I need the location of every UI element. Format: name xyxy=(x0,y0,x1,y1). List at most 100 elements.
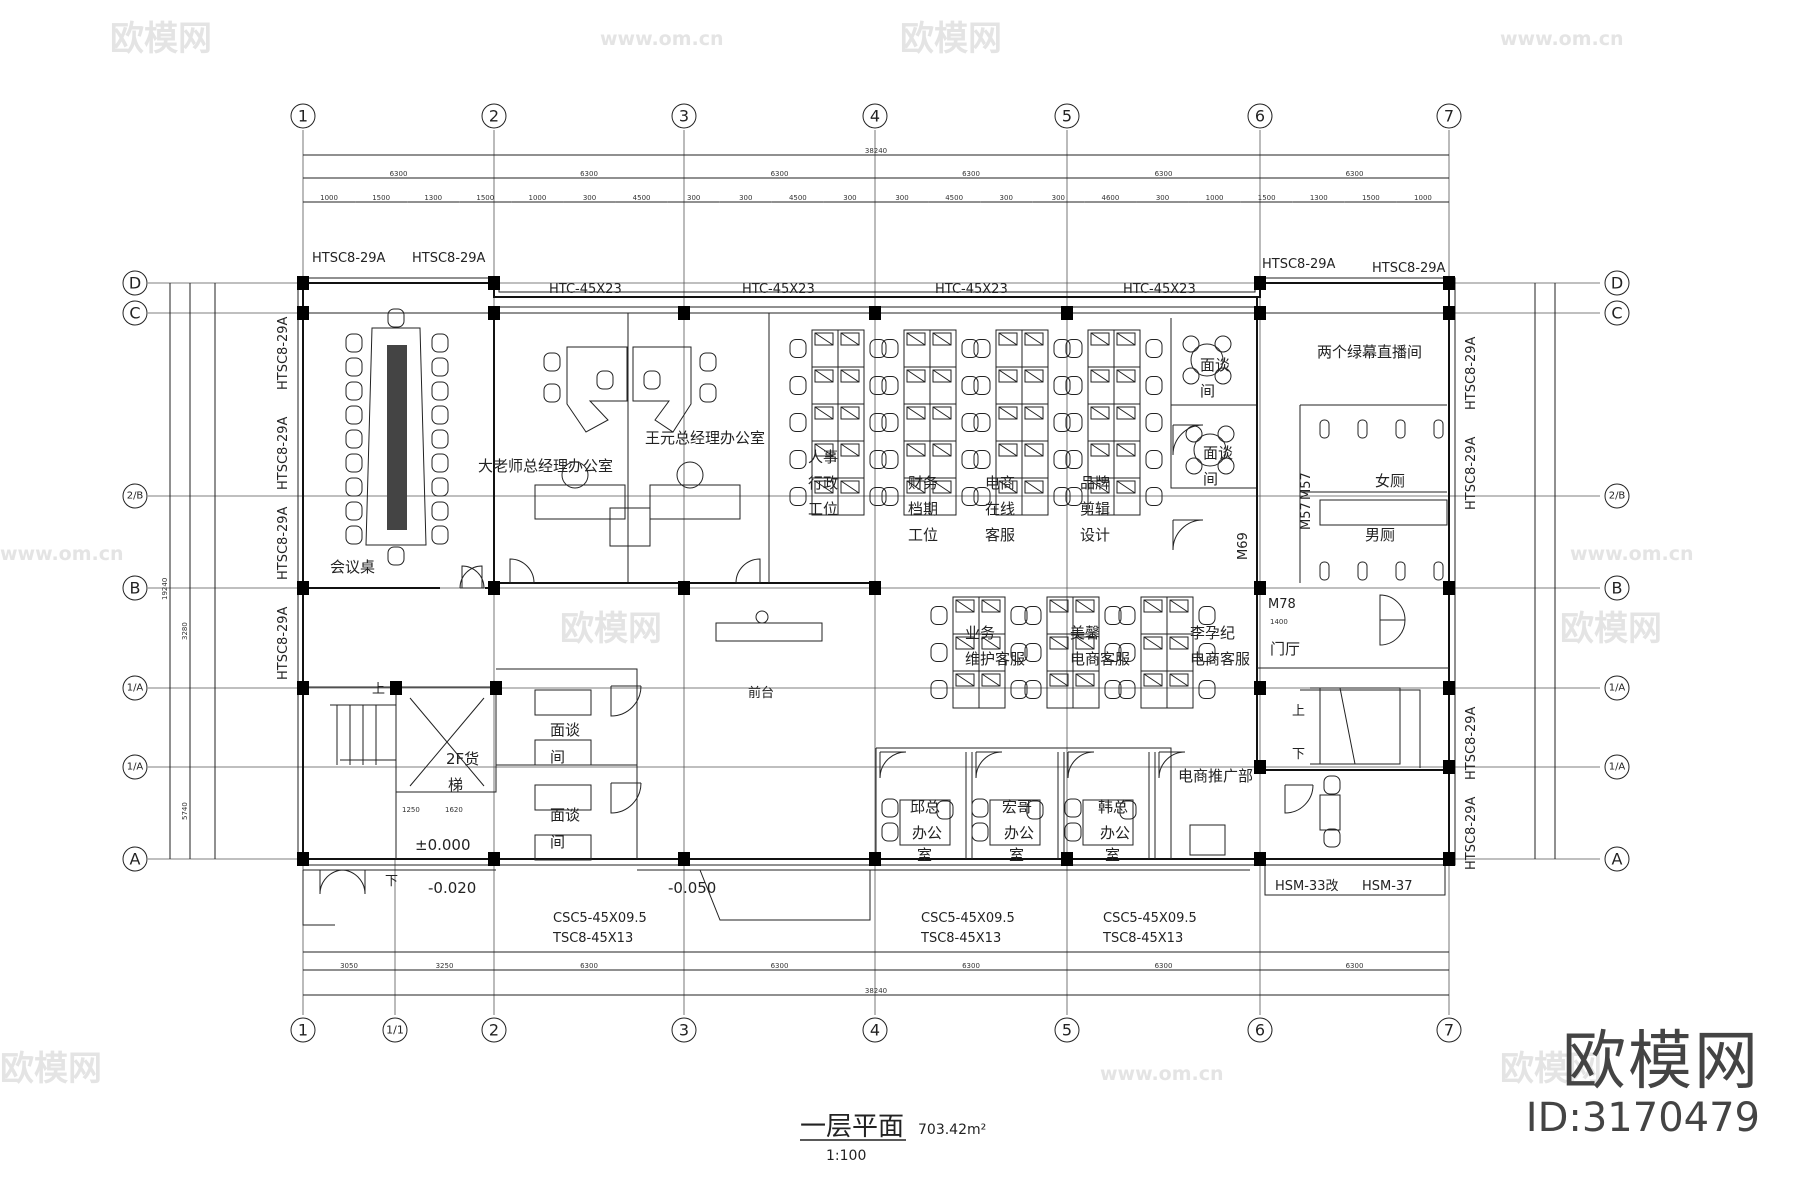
room-label-cs2: 美馨 xyxy=(1070,624,1100,642)
chair xyxy=(1323,775,1341,795)
watermark-id: ID:3170479 xyxy=(1525,1095,1760,1141)
room-label-ws3: 电商 xyxy=(985,474,1015,492)
stair-up-label: 上 xyxy=(372,682,385,697)
toilet xyxy=(1395,561,1406,581)
chair xyxy=(1065,339,1083,358)
room-label-women-wc: 女厕 xyxy=(1375,472,1405,490)
chair xyxy=(930,643,948,662)
axis-label: D xyxy=(1611,274,1623,293)
room-label-ws2: 档期 xyxy=(908,500,938,518)
door-swing xyxy=(319,869,345,895)
chair xyxy=(1145,487,1163,506)
window-label: HTSC8-29A xyxy=(1464,336,1479,410)
watermark-logo: 欧模网 xyxy=(1500,1049,1602,1089)
dimension-text: 1000 xyxy=(1414,194,1432,202)
column xyxy=(1443,581,1455,595)
column xyxy=(1443,852,1455,866)
door-swing xyxy=(1379,594,1406,621)
level-mark: ±0.000 xyxy=(415,836,471,854)
door-label: M78 xyxy=(1268,597,1296,612)
axis-label: 1/A xyxy=(1609,762,1626,773)
room-label-elevator: 2F货 xyxy=(446,750,479,768)
axis-bubble xyxy=(122,754,148,780)
chair xyxy=(961,413,979,432)
column xyxy=(1443,306,1455,320)
column xyxy=(678,581,690,595)
door-label: M57 xyxy=(1299,472,1314,500)
chair xyxy=(930,680,948,699)
room-label-reception: 前台 xyxy=(748,685,774,701)
desk xyxy=(1046,670,1074,709)
dimension-text: 1500 xyxy=(476,194,494,202)
drawing-title-text: 一层平面 xyxy=(800,1112,904,1142)
monitor xyxy=(1090,369,1136,383)
axis-bubble xyxy=(671,103,697,129)
chair xyxy=(961,376,979,395)
window-label: HTSC8-29A xyxy=(276,316,291,390)
room-label-ecom-promo: 电商推广部 xyxy=(1178,767,1253,785)
axis-label: C xyxy=(1611,304,1622,323)
room-label-cs1: 维护客服 xyxy=(965,650,1025,668)
conference-table xyxy=(365,327,427,546)
room-label-office-han: 办公 xyxy=(1100,824,1130,842)
monitor xyxy=(814,369,860,383)
axis-bubble xyxy=(290,103,316,129)
axis-bubble xyxy=(1604,575,1630,601)
axis-bubble xyxy=(1604,270,1630,296)
desk xyxy=(899,799,951,846)
chair xyxy=(1104,680,1122,699)
desk xyxy=(989,799,1041,846)
toilet xyxy=(1319,561,1330,581)
axis-label: 2 xyxy=(489,1021,499,1040)
column xyxy=(390,681,402,695)
dimension-text: 6300 xyxy=(1346,170,1364,178)
dimension-text: 300 xyxy=(583,194,596,202)
room-label-office-a: 大老师总经理办公室 xyxy=(478,457,613,475)
window-label: TSC8-45X13 xyxy=(920,931,1001,946)
dimension-text: 6300 xyxy=(580,170,598,178)
structural-columns xyxy=(297,276,1455,866)
chair xyxy=(789,450,807,469)
watermark-logo: 欧模网 xyxy=(110,19,212,59)
chair xyxy=(1145,339,1163,358)
window-label: HTSC8-29A xyxy=(412,251,486,266)
door-swing xyxy=(610,685,642,717)
dimension-text: 300 xyxy=(1052,194,1065,202)
chair xyxy=(643,370,661,390)
room-label-men-wc: 男厕 xyxy=(1365,526,1395,544)
dimension-text: 1300 xyxy=(424,194,442,202)
desk xyxy=(1140,596,1168,635)
dimension-text: 3250 xyxy=(436,962,454,970)
chair xyxy=(971,822,989,842)
chair xyxy=(973,339,991,358)
monitor xyxy=(814,480,860,494)
desk xyxy=(1087,403,1115,442)
column xyxy=(488,581,500,595)
chair xyxy=(431,381,449,401)
desk xyxy=(1087,366,1115,405)
desk xyxy=(1166,670,1194,709)
room-label-live-room: 两个绿幕直播间 xyxy=(1317,343,1422,361)
chair xyxy=(869,413,887,432)
monitor xyxy=(998,480,1044,494)
column xyxy=(869,852,881,866)
doors xyxy=(319,424,1406,895)
window-label: HTSC8-29A xyxy=(1464,436,1479,510)
column xyxy=(1254,276,1266,290)
watermark-url: www.om.cn xyxy=(600,28,724,50)
axis-bubble xyxy=(862,103,888,129)
chair xyxy=(1118,643,1136,662)
axis-label: 4 xyxy=(870,107,880,126)
monitor xyxy=(1090,406,1136,420)
chair xyxy=(1214,367,1232,385)
watermark-url: www.om.cn xyxy=(1570,543,1694,565)
desk xyxy=(1082,799,1134,846)
window-label: TSC8-45X13 xyxy=(1102,931,1183,946)
axis-label: 6 xyxy=(1255,1021,1265,1040)
axis-bubble xyxy=(1604,754,1630,780)
dimension-text: 5740 xyxy=(181,802,189,820)
room-label-ws3: 在线 xyxy=(985,500,1015,518)
chair xyxy=(1053,339,1071,358)
chair xyxy=(881,450,899,469)
